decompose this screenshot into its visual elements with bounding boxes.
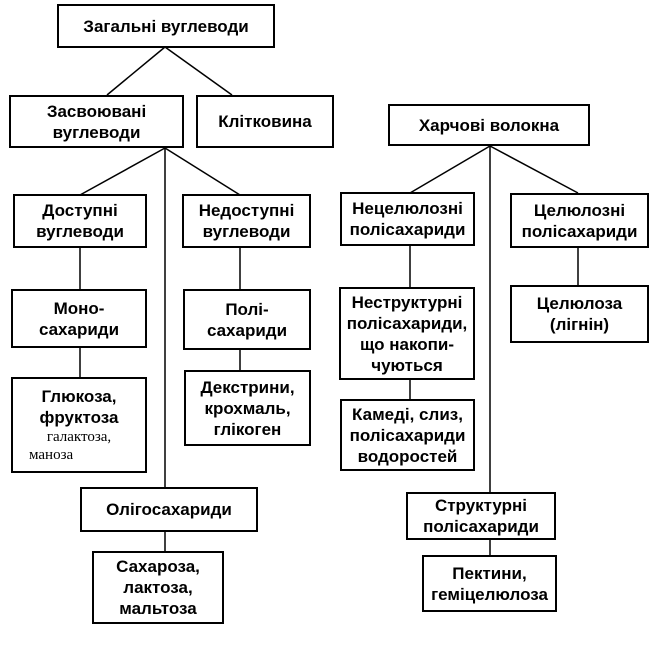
node-label: вуглеводи <box>52 122 141 142</box>
node-sucrose-lactose-maltose: Сахароза, лактоза, мальтоза <box>92 551 224 624</box>
node-label: Пектини, <box>452 563 527 583</box>
node-label: Засвоювані <box>46 101 147 121</box>
node-label: Декстрини, <box>200 377 295 397</box>
node-label: Целюлоза <box>536 294 623 313</box>
node-label: Моно- <box>53 298 105 318</box>
node-label: (лігнін) <box>549 315 610 334</box>
connector <box>164 46 233 96</box>
node-label: вуглеводи <box>202 222 291 241</box>
node-label: сахариди <box>38 319 120 339</box>
node-digestible-carbohydrates: Засвоювані вуглеводи <box>9 95 184 148</box>
node-cellulose-polysaccharides: Целюлозні полісахариди <box>510 193 649 248</box>
node-dietary-fiber: Харчові волокна <box>388 104 590 146</box>
node-label: мальтоза <box>119 599 197 618</box>
node-label: Клітковина <box>218 112 312 131</box>
node-label: полісахариди <box>423 517 539 536</box>
node-label: Структурні <box>434 496 528 515</box>
node-monosaccharides: Моно- сахариди <box>11 289 147 348</box>
node-label: Полі- <box>225 299 269 319</box>
node-label: полісахариди, <box>346 313 468 333</box>
node-label: Глюкоза, <box>41 387 117 406</box>
node-dextrins-starch-glycogen: Декстрини, крохмаль, глікоген <box>184 370 311 446</box>
node-label: полісахариди <box>521 221 638 241</box>
node-available-carbohydrates: Доступні вуглеводи <box>13 194 147 248</box>
node-glucose-fructose: Глюкоза, фруктоза галактоза, маноза <box>11 377 147 473</box>
node-label-extra: галактоза, <box>46 429 112 445</box>
connector <box>79 147 166 196</box>
node-label: фруктоза <box>39 408 119 427</box>
node-label: водоростей <box>357 446 458 466</box>
connector <box>409 145 491 194</box>
node-label: полісахариди <box>349 425 466 445</box>
node-label: Олігосахариди <box>106 500 232 519</box>
node-oligosaccharides: Олігосахариди <box>80 487 258 532</box>
node-structural-polysaccharides: Структурні полісахариди <box>406 492 556 540</box>
node-label: глікоген <box>213 419 282 439</box>
node-label: Доступні <box>42 201 118 220</box>
node-label: Неструктурні <box>351 292 463 312</box>
node-label: Недоступні <box>198 201 295 220</box>
node-nonstructural-polysaccharides: Неструктурні полісахариди, що накопи- чу… <box>339 287 475 380</box>
node-label: крохмаль, <box>204 398 291 418</box>
node-pectins-hemicellulose: Пектини, геміцелюлоза <box>422 555 557 612</box>
node-polysaccharides: Полі- сахариди <box>183 289 311 350</box>
node-label: Целюлозні <box>533 200 626 220</box>
node-label: Харчові волокна <box>418 115 560 135</box>
node-label: Камеді, слиз, <box>352 404 463 424</box>
node-gums-mucilage-algal-polysaccharides: Камеді, слиз, полісахариди водоростей <box>340 399 475 471</box>
node-label: Нецелюлозні <box>352 199 463 218</box>
node-noncellulose-polysaccharides: Нецелюлозні полісахариди <box>340 192 475 246</box>
node-cellulose-lignin: Целюлоза (лігнін) <box>510 285 649 343</box>
node-fiber: Клітковина <box>196 95 334 148</box>
connector <box>164 147 241 196</box>
node-label: чуються <box>371 355 443 375</box>
node-label: що накопи- <box>360 334 454 354</box>
node-label: вуглеводи <box>36 222 124 241</box>
node-unavailable-carbohydrates: Недоступні вуглеводи <box>182 194 311 248</box>
node-label: лактоза, <box>123 578 193 597</box>
node-label: сахариди <box>206 320 288 340</box>
connector <box>106 46 166 96</box>
node-label-extra: маноза <box>29 447 74 463</box>
node-label: геміцелюлоза <box>431 584 548 604</box>
node-label: Сахароза, <box>116 557 200 576</box>
node-total-carbohydrates: Загальні вуглеводи <box>57 4 275 48</box>
connector <box>489 145 579 194</box>
node-label: полісахариди <box>349 220 466 239</box>
node-label: Загальні вуглеводи <box>83 16 249 36</box>
